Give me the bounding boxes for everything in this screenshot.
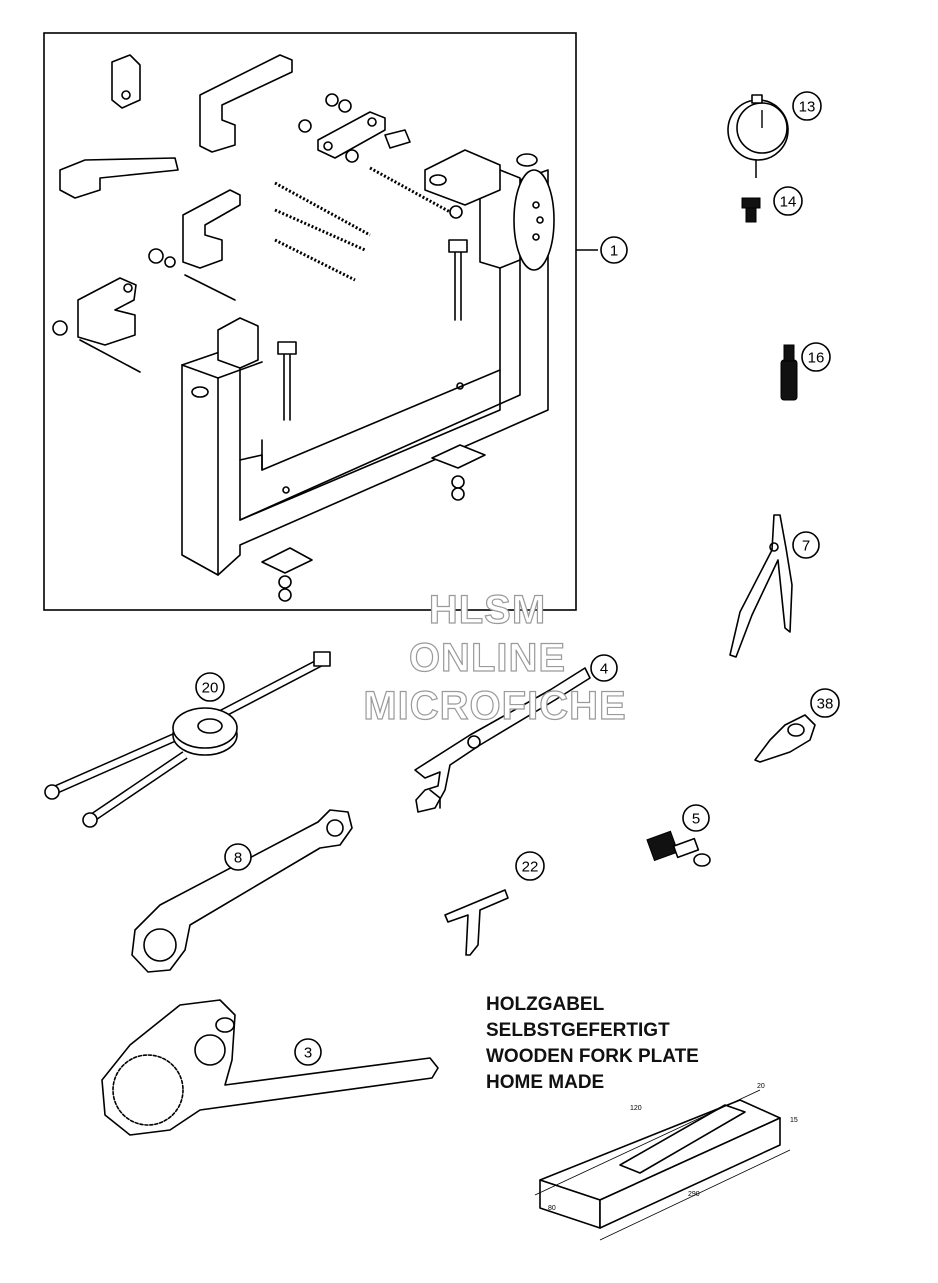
svg-text:13: 13 <box>799 99 816 116</box>
gauge-adapter <box>741 197 761 223</box>
dim-80: 80 <box>548 1205 556 1212</box>
foot-plates <box>261 444 486 602</box>
callout-13: 13 <box>792 91 822 121</box>
callout-20: 20 <box>195 672 225 702</box>
note-line-4: HOME MADE <box>486 1072 605 1093</box>
callout-14: 14 <box>773 186 803 216</box>
svg-text:4: 4 <box>600 661 608 678</box>
svg-text:38: 38 <box>817 696 834 713</box>
svg-text:20: 20 <box>202 680 219 697</box>
svg-text:22: 22 <box>522 859 539 876</box>
callout-3: 3 <box>294 1038 322 1066</box>
callout-5: 5 <box>682 804 710 832</box>
svg-text:5: 5 <box>692 811 700 828</box>
circlip-pliers <box>729 514 793 658</box>
pin-wrench <box>131 809 353 973</box>
dim-20: 20 <box>757 1083 765 1090</box>
note-line-2: SELBSTGEFERTIGT <box>486 1020 670 1041</box>
dim-290: 290 <box>688 1191 700 1198</box>
wooden-fork-plate <box>534 1089 791 1241</box>
dimension-labels: 20 120 15 290 80 <box>548 1083 798 1212</box>
callout-7: 7 <box>792 531 820 559</box>
loctite-tube <box>780 344 798 401</box>
brackets <box>59 54 386 346</box>
callout-1: 1 <box>600 236 628 264</box>
engine-stand-box <box>43 32 577 611</box>
svg-text:14: 14 <box>780 194 797 211</box>
holding-tool <box>44 651 331 828</box>
hook-wrench <box>414 667 591 813</box>
watermark-line-2: ONLINE <box>408 635 567 680</box>
dim-15: 15 <box>790 1117 798 1124</box>
clutch-holder <box>101 999 439 1136</box>
note-line-1: HOLZGABEL <box>486 994 605 1015</box>
svg-text:3: 3 <box>304 1045 312 1062</box>
engine-mount-plate <box>424 149 555 271</box>
dial-gauge <box>727 94 789 178</box>
callout-8: 8 <box>224 843 252 871</box>
engine-stand-frame <box>181 169 549 576</box>
svg-text:8: 8 <box>234 850 242 867</box>
bolts <box>52 93 468 421</box>
watermark-line-3: MICROFICHE <box>363 683 627 728</box>
callout-16: 16 <box>801 342 831 372</box>
svg-text:7: 7 <box>802 538 810 555</box>
note-line-3: WOODEN FORK PLATE <box>486 1046 699 1067</box>
callout-38: 38 <box>810 688 840 718</box>
svg-text:16: 16 <box>808 350 825 367</box>
callout-4: 4 <box>590 654 618 682</box>
watermark-line-1: HLSM <box>428 587 547 632</box>
svg-text:1: 1 <box>610 243 618 260</box>
engine-stand-group <box>43 32 598 611</box>
dim-120: 120 <box>630 1105 642 1112</box>
puller-tool <box>646 830 711 867</box>
template-plate <box>754 714 816 763</box>
callout-22: 22 <box>515 851 545 881</box>
gauge-plate <box>444 889 509 956</box>
